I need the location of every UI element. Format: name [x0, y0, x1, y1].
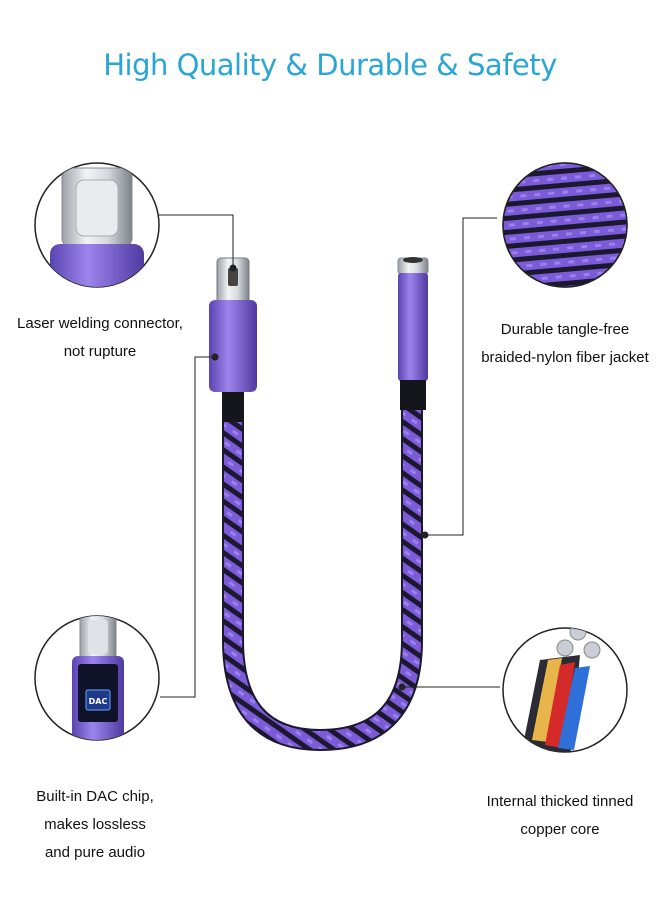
caption-core-line-2: copper core — [520, 821, 600, 838]
caption-jacket-line-2: braided-nylon fiber jacket — [481, 349, 649, 366]
page-title: High Quality & Durable & Safety — [103, 48, 557, 82]
caption-dac-line-3: and pure audio — [44, 844, 146, 861]
caption-jacket-line-1: Durable tangle-free — [500, 321, 630, 338]
caption-dac: Built-in DAC chip, makes lossless and pu… — [10, 783, 180, 867]
caption-dac-line-2: makes lossless — [44, 816, 146, 833]
copper-core-icon — [502, 627, 628, 753]
caption-jacket: Durable tangle-free braided-nylon fiber … — [470, 316, 660, 372]
caption-core: Internal thicked tinned copper core — [470, 788, 650, 844]
caption-connector: Laser welding connector, not rupture — [0, 310, 200, 366]
usb-c-connector-icon — [34, 162, 160, 288]
audio-jack-3-5mm — [397, 257, 429, 410]
callout-lines — [158, 214, 500, 698]
braided-cable — [222, 394, 423, 752]
caption-core-line-1: Internal thicked tinned — [486, 793, 634, 810]
dac-chip-label: DAC — [89, 697, 108, 706]
braided-cable-icon — [502, 162, 628, 288]
caption-connector-line-2: not rupture — [63, 343, 137, 360]
caption-dac-line-1: Built-in DAC chip, — [36, 788, 154, 805]
caption-connector-line-1: Laser welding connector, — [17, 315, 183, 332]
usb-c-plug — [209, 257, 257, 422]
dac-chip-icon: DAC — [34, 615, 160, 741]
